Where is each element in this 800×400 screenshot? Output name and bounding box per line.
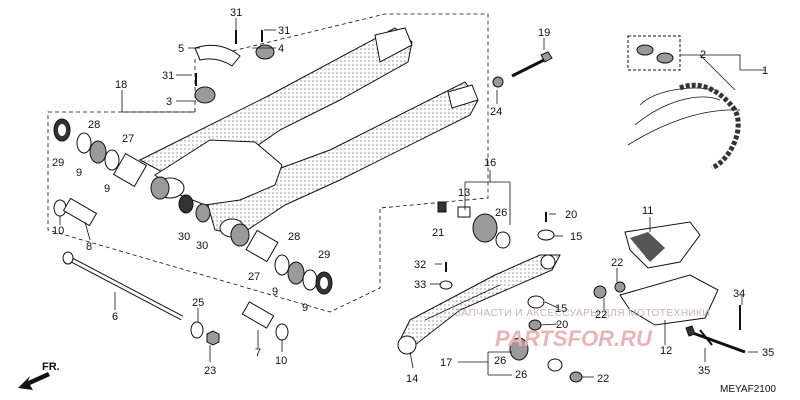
callout-35-b: 35 [698, 365, 710, 377]
callout-31-b: 31 [278, 25, 290, 37]
collar-right[interactable] [241, 301, 289, 341]
callout-2: 2 [700, 49, 706, 61]
callout-34: 34 [733, 288, 745, 300]
callout-13: 13 [458, 187, 470, 199]
callout-21: 21 [432, 227, 444, 239]
callout-17: 17 [440, 357, 452, 369]
callout-9-a: 9 [76, 167, 82, 179]
callout-15-b: 15 [555, 303, 567, 315]
front-arrow-label: FR. [42, 361, 60, 373]
callout-3: 3 [166, 96, 172, 108]
callout-7: 7 [255, 347, 261, 359]
callout-6: 6 [112, 311, 118, 323]
callout-15-a: 15 [570, 231, 582, 243]
diagram-code: MEYAF2100 [720, 384, 776, 395]
callout-4: 4 [278, 43, 284, 55]
callout-30-a: 30 [178, 231, 190, 243]
callout-26-c: 26 [515, 369, 527, 381]
collar-left[interactable] [53, 197, 98, 227]
hose-clamps[interactable] [194, 30, 275, 104]
callout-27-b: 27 [248, 271, 260, 283]
callout-26-a: 26 [495, 207, 507, 219]
callout-16: 16 [484, 157, 496, 169]
callout-8: 8 [86, 241, 92, 253]
slider-roller[interactable] [437, 201, 555, 249]
swingarm-group-frame [47, 13, 489, 313]
callout-27-a: 27 [122, 133, 134, 145]
callout-28-b: 28 [288, 231, 300, 243]
callout-23: 23 [204, 365, 216, 377]
watermark-text: ЗАПЧАСТИ И АКСЕССУАРЫ ДЛЯ МОТОТЕХНИКИ [455, 308, 710, 319]
callout-12: 12 [660, 345, 672, 357]
callout-25: 25 [192, 297, 204, 309]
pivot-bolt[interactable] [62, 251, 184, 321]
callout-14: 14 [406, 373, 418, 385]
callout-30-b: 30 [196, 240, 208, 252]
callout-9-d: 9 [302, 302, 308, 314]
callout-33: 33 [414, 279, 426, 291]
callout-10-b: 10 [275, 355, 287, 367]
swingarm[interactable] [138, 27, 479, 238]
callout-9-b: 9 [104, 183, 110, 195]
adjuster-bolt[interactable] [492, 51, 553, 88]
callout-32: 32 [414, 259, 426, 271]
callout-5: 5 [178, 43, 184, 55]
callout-18: 18 [115, 79, 127, 91]
chain-slider[interactable] [397, 254, 561, 355]
callout-31-a: 31 [230, 7, 242, 19]
callout-20-b: 20 [556, 319, 568, 331]
callout-31-c: 31 [162, 70, 174, 82]
callout-20: 20 [565, 209, 577, 221]
left-bearing-stack[interactable] [53, 118, 211, 223]
front-arrow: FR. [18, 361, 60, 390]
leader-lines [59, 18, 765, 378]
callout-22-b: 22 [595, 309, 607, 321]
callout-26-b: 26 [494, 355, 506, 367]
right-bearing-stack[interactable] [230, 223, 333, 295]
callout-28-a: 28 [88, 119, 100, 131]
callout-35-a: 35 [762, 347, 774, 359]
lower-roller[interactable] [439, 262, 583, 383]
chain-guide[interactable] [593, 221, 719, 326]
callout-22-a: 22 [611, 257, 623, 269]
callout-labels: 31 31 4 5 31 3 18 28 27 29 9 9 10 8 30 3… [52, 7, 774, 385]
callout-29-a: 29 [52, 157, 64, 169]
watermark-brand: PARTSFOR.RU [495, 326, 653, 351]
callout-19: 19 [538, 27, 550, 39]
guide-bolts[interactable] [685, 305, 746, 354]
drive-chain[interactable] [627, 35, 741, 171]
callout-29-b: 29 [318, 249, 330, 261]
callout-22-c: 22 [597, 373, 609, 385]
callout-11: 11 [642, 205, 653, 217]
callout-9-c: 9 [272, 286, 278, 298]
callout-24: 24 [490, 106, 502, 118]
pivot-nut-and-washer[interactable] [190, 321, 220, 346]
callout-1: 1 [762, 65, 768, 77]
callout-10-a: 10 [52, 225, 64, 237]
